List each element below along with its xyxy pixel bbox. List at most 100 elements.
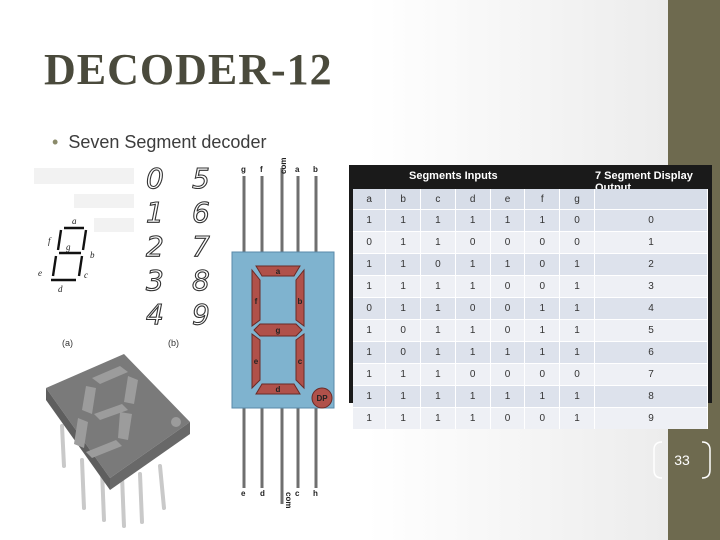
table-cell: 0 [353, 297, 387, 320]
table-cell: 1 [420, 319, 456, 342]
table-cell: 1 [385, 275, 422, 298]
bullet-text: Seven Segment decoder [68, 132, 267, 152]
table-cell: 1 [455, 319, 491, 342]
table-cell: 1 [353, 253, 387, 276]
pin-bottom-h: h [313, 489, 318, 498]
table-cell: 1 [559, 319, 595, 342]
segment-c: c [298, 357, 303, 366]
table-cell: 1 [353, 275, 387, 298]
table-cell: 1 [353, 341, 387, 364]
column-header: g [559, 189, 595, 210]
table-cell: 1 [420, 385, 456, 408]
table-cell: 0 [559, 209, 595, 232]
table-cell: 0 [490, 363, 526, 386]
table-cell: 1 [524, 209, 561, 232]
seg-label-g: g [66, 242, 71, 252]
table-cell: 1 [385, 209, 422, 232]
table-cell: 5 [594, 319, 708, 342]
table-cell: 1 [594, 231, 708, 254]
table-cell: 1 [455, 407, 491, 429]
seg-label-e: e [38, 268, 42, 278]
segment-b: b [298, 297, 303, 306]
table-cell: 1 [559, 407, 595, 429]
table-cell: 1 [385, 385, 422, 408]
pin-top-a: a [295, 165, 300, 174]
table-cell: 1 [420, 209, 456, 232]
table-cell: 0 [353, 231, 387, 254]
table-cell: 1 [559, 341, 595, 364]
table-cell: 7 [594, 363, 708, 386]
pin-bottom-d: d [260, 489, 265, 498]
pin-top-com: com [279, 158, 288, 174]
table-cell: 6 [594, 341, 708, 364]
segment-f: f [255, 297, 258, 306]
page-number: 33 [650, 440, 714, 480]
table-cell: 1 [490, 341, 526, 364]
table-cell: 0 [490, 297, 526, 320]
bullet-dot-icon: • [52, 132, 59, 152]
column-header: e [490, 189, 526, 210]
table-cell: 1 [353, 385, 387, 408]
table-cell: 0 [455, 363, 491, 386]
table-cell: 0 [524, 275, 561, 298]
table-cell: 1 [524, 297, 561, 320]
table-header-row: a b c d e f g [353, 189, 708, 210]
table-cell: 1 [524, 385, 561, 408]
pin-bottom-c: c [295, 489, 300, 498]
table-cell: 1 [385, 253, 422, 276]
pin-top-b: b [313, 165, 318, 174]
table-cell: 1 [385, 363, 422, 386]
table-cell: 1 [385, 231, 422, 254]
page-number-text: 33 [674, 452, 690, 468]
table-cell: 1 [455, 385, 491, 408]
truth-table-panel: Segments Inputs 7 Segment Display Output… [349, 165, 712, 429]
page-number-bracket-icon [653, 441, 711, 479]
header-segments-inputs: Segments Inputs [409, 170, 498, 182]
dp-label: DP [316, 394, 328, 403]
slide-title: DECODER-12 [44, 45, 333, 94]
table-cell: 0 [524, 407, 561, 429]
table-cell: 1 [385, 407, 422, 429]
table-cell: 1 [490, 209, 526, 232]
caption-b: (b) [168, 338, 179, 348]
column-header: f [524, 189, 561, 210]
table-cell: 0 [524, 363, 561, 386]
table-cell: 4 [594, 297, 708, 320]
table-cell: 1 [353, 363, 387, 386]
table-cell: 8 [594, 385, 708, 408]
pin-top-f: f [260, 165, 263, 174]
table-cell: 1 [455, 341, 491, 364]
table-cell: 0 [490, 319, 526, 342]
table-cell: 0 [559, 363, 595, 386]
table-cell: 1 [490, 385, 526, 408]
column-header [594, 189, 708, 210]
table-cell: 1 [524, 319, 561, 342]
table-cell: 1 [420, 407, 456, 429]
seven-segment-chip-image [46, 354, 190, 528]
digit-2: 2 [146, 230, 164, 263]
seg-label-c: c [84, 270, 88, 280]
table-cell: 1 [455, 275, 491, 298]
digit-1: 1 [146, 196, 164, 229]
table-cell: 1 [353, 209, 387, 232]
table-cell: 0 [524, 253, 561, 276]
digit-6: 6 [192, 196, 210, 229]
table-cell: 9 [594, 407, 708, 429]
table-cell: 1 [420, 363, 456, 386]
table-cell: 3 [594, 275, 708, 298]
digit-4: 4 [146, 298, 164, 331]
table-cell: 0 [455, 297, 491, 320]
table-cell: 1 [559, 253, 595, 276]
bullet-item: • Seven Segment decoder [52, 132, 266, 153]
seg-label-d: d [58, 284, 63, 294]
table-cell: 1 [353, 407, 387, 429]
